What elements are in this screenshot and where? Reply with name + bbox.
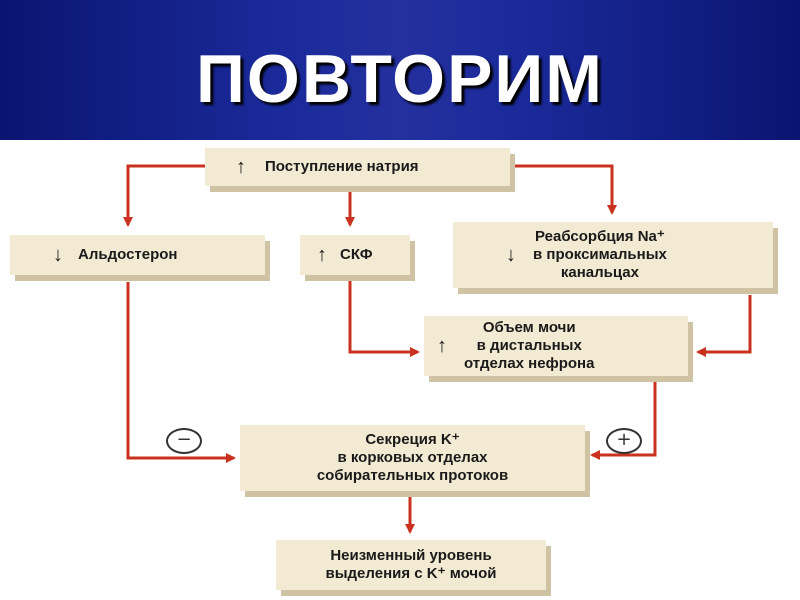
increase-arrow-icon: ↑ bbox=[236, 156, 246, 178]
node-k-secretion: Секреция K⁺ в корковых отделах собирател… bbox=[240, 425, 585, 491]
arrow-gfr-to-urine bbox=[348, 280, 420, 357]
node-aldosterone: ↓ Альдостерон bbox=[10, 235, 265, 275]
arrow-intake-to-reabsorption bbox=[512, 164, 617, 215]
increase-arrow-icon: ↑ bbox=[317, 244, 327, 266]
node-k-excretion: Неизменный уровень выделения с K⁺ мочой bbox=[276, 540, 546, 590]
node-label: Секреция K⁺ в корковых отделах собирател… bbox=[316, 431, 509, 484]
arrow-intake-to-aldosterone bbox=[123, 164, 205, 227]
node-label: Поступление натрия bbox=[265, 158, 419, 175]
node-urine-volume: ↑ Объем мочи в дистальных отделах нефрон… bbox=[424, 316, 688, 376]
node-reabsorption: ↓ Реабсорбция Na⁺ в проксимальных каналь… bbox=[453, 222, 773, 288]
arrow-aldosterone-to-secretion bbox=[126, 282, 236, 463]
positive-effect-icon: + bbox=[606, 428, 642, 454]
node-label: Неизменный уровень выделения с K⁺ мочой bbox=[325, 547, 497, 582]
node-label: Реабсорбция Na⁺ в проксимальных канальца… bbox=[533, 228, 667, 281]
node-gfr: ↑ СКФ bbox=[300, 235, 410, 275]
node-label: СКФ bbox=[340, 246, 373, 263]
increase-arrow-icon: ↑ bbox=[437, 335, 447, 357]
negative-effect-icon: − bbox=[166, 428, 202, 454]
page-title: ПОВТОРИМ bbox=[196, 41, 604, 117]
arrow-reabsorption-to-urine bbox=[696, 295, 752, 357]
header-banner: ПОВТОРИМ bbox=[0, 0, 800, 140]
node-label: Объем мочи в дистальных отделах нефрона bbox=[464, 319, 595, 372]
node-label: Альдостерон bbox=[78, 246, 178, 263]
node-sodium-intake: ↑ Поступление натрия bbox=[205, 148, 510, 186]
decrease-arrow-icon: ↓ bbox=[506, 244, 516, 266]
decrease-arrow-icon: ↓ bbox=[53, 244, 63, 266]
arrow-urine-to-secretion bbox=[590, 380, 657, 460]
